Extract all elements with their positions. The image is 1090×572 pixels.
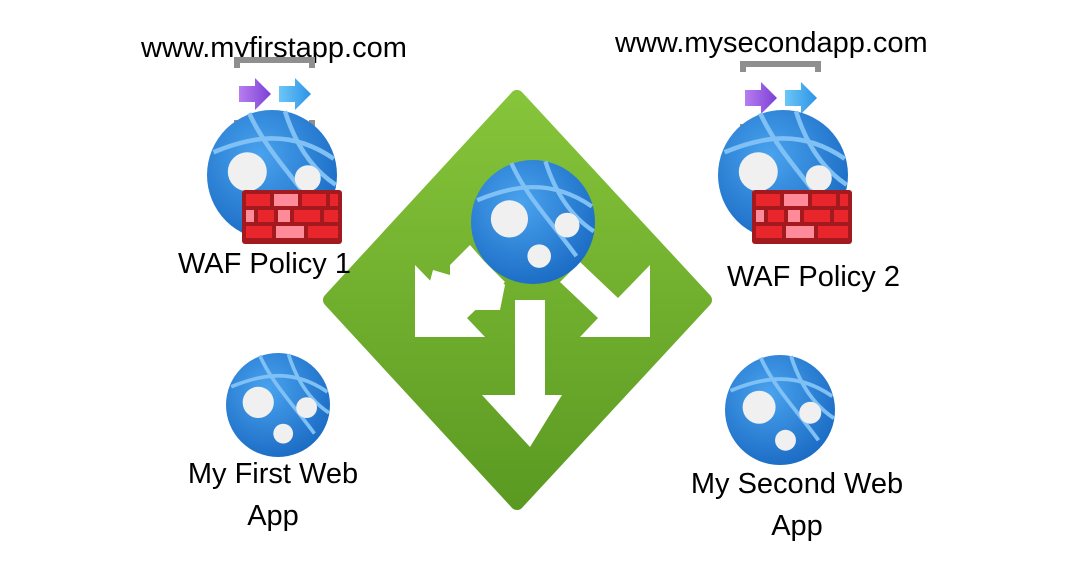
second-web-app-label-line2: App — [771, 510, 823, 542]
first-web-app-label-line2: App — [247, 500, 299, 532]
firewall-icon-1 — [242, 190, 342, 244]
first-web-app-label-line1: My First Web — [188, 458, 358, 490]
waf-policy-2-label: WAF Policy 2 — [727, 261, 900, 293]
first-web-app-icon — [226, 353, 330, 457]
waf-policy-1-label: WAF Policy 1 — [178, 248, 351, 280]
gateway-globe-icon — [471, 160, 595, 284]
firewall-icon-2 — [752, 190, 852, 244]
second-web-app-label-line1: My Second Web — [691, 468, 903, 500]
application-gateway-icon — [323, 90, 712, 510]
second-domain-label: www.mysecondapp.com — [614, 27, 928, 59]
routing-arrows-icon — [415, 245, 650, 447]
second-web-app-icon — [725, 355, 835, 465]
